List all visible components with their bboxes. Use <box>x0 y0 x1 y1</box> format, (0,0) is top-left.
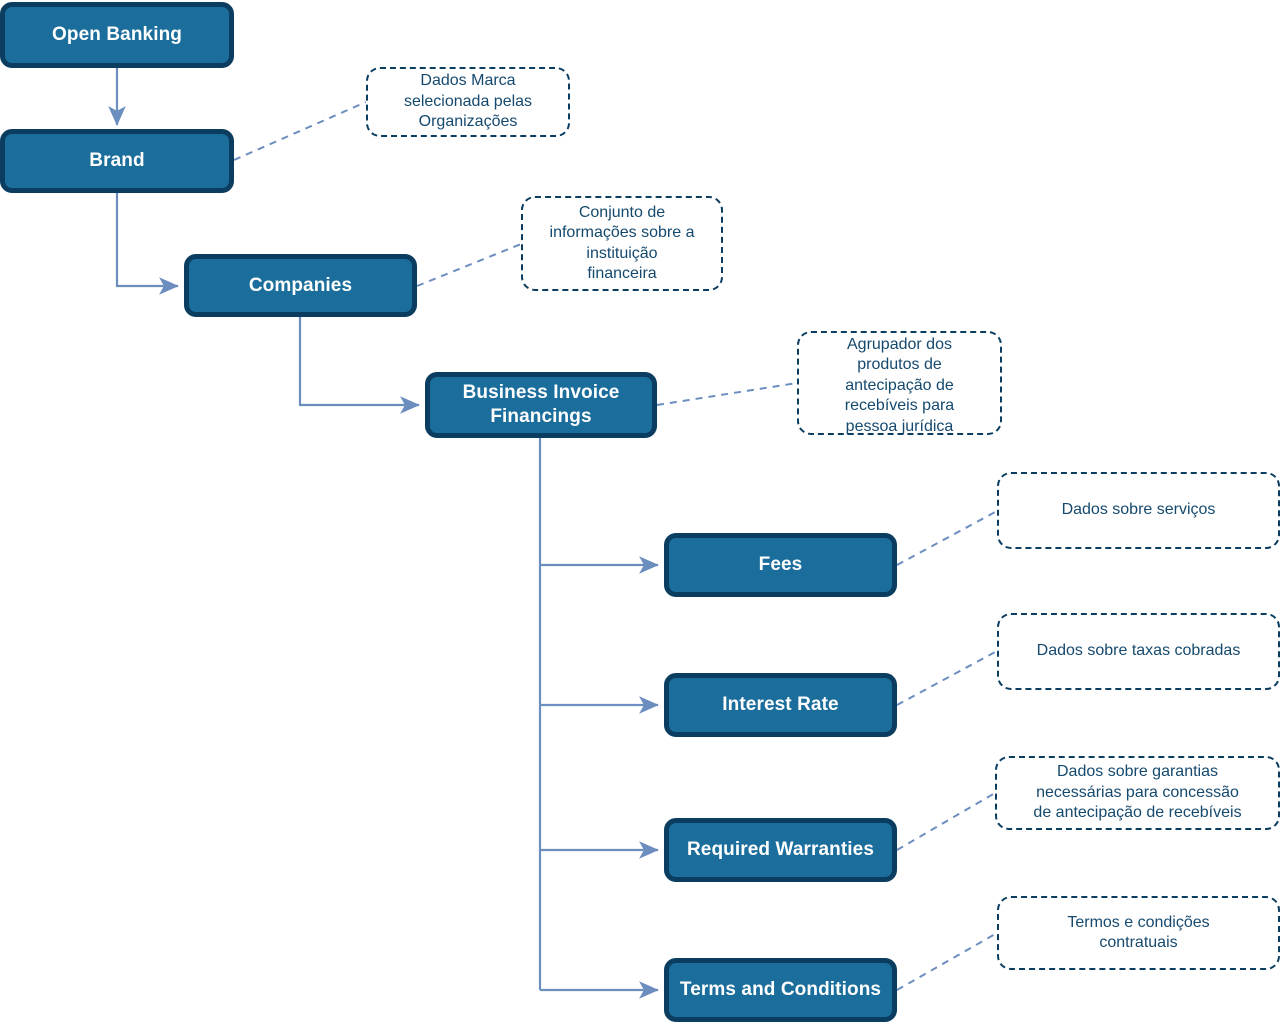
note-brand-label: Dados Marca selecionada pelas Organizaçõ… <box>403 72 533 131</box>
node-interest-rate-label: Interest Rate <box>722 694 839 716</box>
edge-companies-to-note-companies <box>416 243 522 287</box>
edge-terms-conditions-to-note-terms <box>896 932 998 991</box>
node-required-warranties[interactable]: Required Warranties <box>664 818 897 882</box>
edge-brand-to-note-brand <box>233 101 367 161</box>
note-companies: Conjunto de informações sobre a institui… <box>521 196 723 291</box>
note-business-invoice-financings: Agrupador dos produtos de antecipação de… <box>797 331 1002 435</box>
edge-brand-to-companies <box>115 193 179 295</box>
edge-companies-to-business-invoice <box>298 317 420 414</box>
node-open-banking[interactable]: Open Banking <box>0 2 234 68</box>
note-terms-and-conditions-label: Termos e condições contratuais <box>1067 913 1210 951</box>
node-business-invoice-financings[interactable]: Business Invoice Financings <box>425 372 657 438</box>
note-interest-rate-label: Dados sobre taxas cobradas <box>1036 642 1241 660</box>
node-brand[interactable]: Brand <box>0 129 234 193</box>
node-fees[interactable]: Fees <box>664 533 897 597</box>
node-companies[interactable]: Companies <box>184 254 417 317</box>
node-business-invoice-financings-label: Business Invoice Financings <box>462 382 620 427</box>
node-brand-label: Brand <box>89 150 145 172</box>
note-business-invoice-financings-label: Agrupador dos produtos de antecipação de… <box>844 335 955 435</box>
node-interest-rate[interactable]: Interest Rate <box>664 673 897 737</box>
node-terms-and-conditions-label: Terms and Conditions <box>679 979 882 1001</box>
edge-fees-to-note-fees <box>896 510 998 566</box>
node-required-warranties-label: Required Warranties <box>686 839 875 861</box>
note-interest-rate: Dados sobre taxas cobradas <box>997 613 1280 690</box>
note-brand: Dados Marca selecionada pelas Organizaçõ… <box>366 67 570 137</box>
note-required-warranties: Dados sobre garantias necessárias para c… <box>995 756 1280 830</box>
note-fees: Dados sobre serviços <box>997 472 1280 549</box>
edge-required-warranties-to-note-warranties <box>896 792 996 851</box>
node-companies-label: Companies <box>248 274 353 296</box>
note-companies-label: Conjunto de informações sobre a institui… <box>549 203 695 282</box>
node-open-banking-label: Open Banking <box>52 24 182 46</box>
edge-interest-rate-to-note-interest <box>896 650 998 706</box>
node-fees-label: Fees <box>758 554 803 576</box>
note-fees-label: Dados sobre serviços <box>1061 501 1216 519</box>
note-terms-and-conditions: Termos e condições contratuais <box>997 896 1280 970</box>
edge-business-invoice-to-note-invoice <box>656 382 798 406</box>
note-required-warranties-label: Dados sobre garantias necessárias para c… <box>1033 763 1242 822</box>
node-terms-and-conditions[interactable]: Terms and Conditions <box>664 958 897 1022</box>
